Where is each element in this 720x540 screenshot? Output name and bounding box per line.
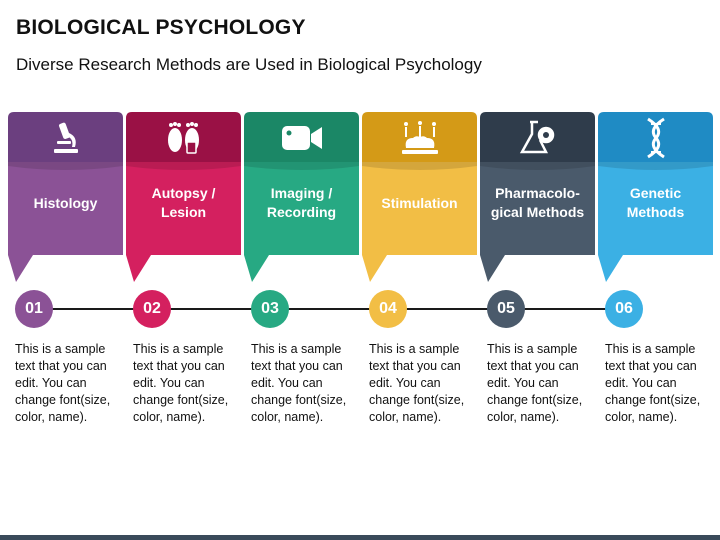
method-label: Autopsy / Lesion	[151, 185, 216, 220]
method-label: Stimulation	[381, 194, 458, 211]
flask-gear-icon	[480, 112, 595, 164]
method-card-stimulation: Stimulation	[362, 112, 477, 284]
page-subtitle: Diverse Research Methods are Used in Bio…	[16, 55, 482, 74]
method-label: Pharmacolo-gical Methods	[490, 185, 585, 220]
method-card-genetic: Genetic Methods	[598, 112, 713, 284]
step-description: This is a sample text that you can edit.…	[369, 342, 465, 424]
dna-icon	[598, 112, 713, 164]
method-label: Imaging / Recording	[266, 185, 337, 220]
method-card-histology: Histology	[8, 112, 123, 284]
step-description: This is a sample text that you can edit.…	[487, 342, 583, 424]
step-number: 02	[133, 290, 171, 328]
video-camera-icon	[244, 112, 359, 164]
step-number: 03	[251, 290, 289, 328]
timeline-line	[34, 308, 624, 310]
method-label: Genetic Methods	[626, 185, 685, 220]
method-label: Histology	[33, 194, 98, 211]
card-shape	[362, 112, 477, 282]
bottom-bar	[0, 535, 720, 540]
step-number: 05	[487, 290, 525, 328]
method-card-autopsy: Autopsy / Lesion	[126, 112, 241, 284]
step-description: This is a sample text that you can edit.…	[605, 342, 701, 424]
page-title: BIOLOGICAL PSYCHOLOGY	[16, 16, 306, 39]
brain-stimulation-icon	[362, 112, 477, 164]
step-number: 06	[605, 290, 643, 328]
step-number: 04	[369, 290, 407, 328]
microscope-icon	[8, 112, 123, 164]
card-shape	[126, 112, 241, 282]
method-card-imaging: Imaging / Recording	[244, 112, 359, 284]
method-card-pharmacological: Pharmacolo-gical Methods	[480, 112, 595, 284]
feet-tag-icon	[126, 112, 241, 164]
step-description: This is a sample text that you can edit.…	[133, 342, 229, 424]
step-number: 01	[15, 290, 53, 328]
step-description: This is a sample text that you can edit.…	[251, 342, 347, 424]
step-description: This is a sample text that you can edit.…	[15, 342, 111, 424]
